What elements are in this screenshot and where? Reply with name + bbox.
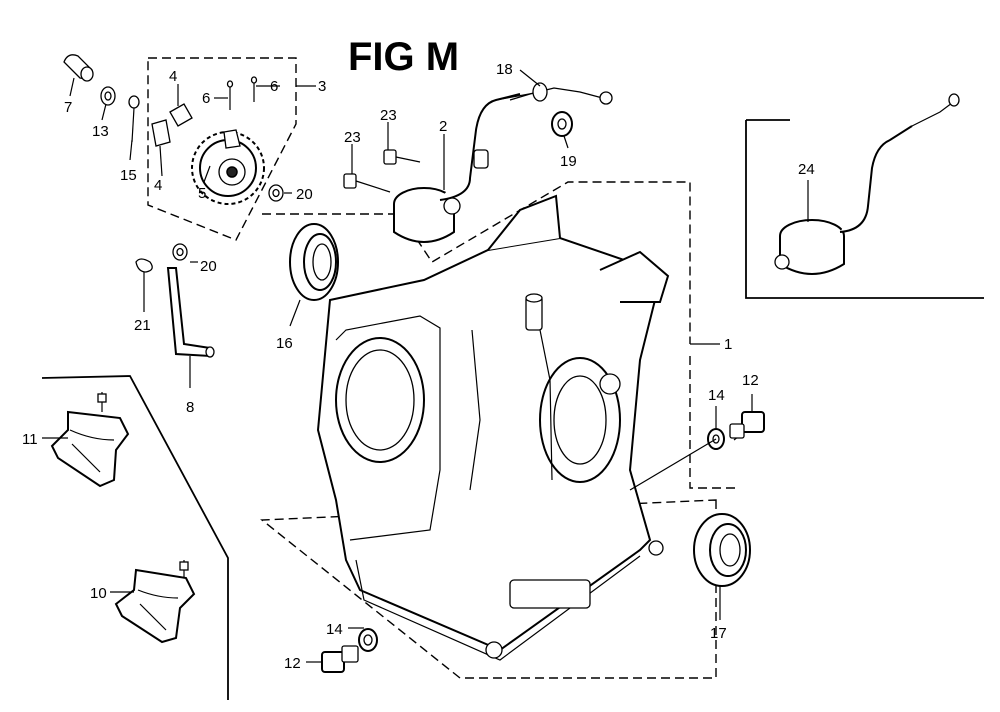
callout-20a: 20 — [296, 186, 313, 203]
callout-numbers: 1 2 3 4 4 5 6 6 7 8 10 11 12 12 13 14 14… — [22, 61, 815, 672]
callout-3: 3 — [318, 78, 326, 95]
callout-24: 24 — [798, 161, 815, 178]
part-12-bolt-bottom[interactable] — [321, 645, 359, 673]
callout-6b: 6 — [270, 78, 278, 95]
part-23-bolt-upper[interactable] — [383, 149, 421, 165]
callout-2: 2 — [439, 118, 447, 135]
part-13-washer[interactable] — [100, 86, 116, 106]
part-1-crankcase[interactable] — [316, 194, 670, 661]
callout-12b: 12 — [284, 655, 301, 672]
part-24-oil-switch[interactable] — [774, 93, 960, 275]
callout-18: 18 — [496, 61, 513, 78]
part-6-pin-right[interactable] — [250, 76, 258, 102]
part-20-washer-upper[interactable] — [268, 184, 284, 202]
part-23-bolt-lower[interactable] — [343, 173, 391, 193]
callout-14a: 14 — [708, 387, 725, 404]
part-11-mount[interactable] — [50, 392, 130, 488]
figure-title: FIG M — [348, 35, 459, 79]
part-20-washer-lower[interactable] — [172, 243, 188, 261]
callout-5: 5 — [198, 185, 206, 202]
callout-13: 13 — [92, 123, 109, 140]
callout-7: 7 — [64, 99, 72, 116]
governor-group-outline — [147, 57, 297, 241]
part-19-grommet[interactable] — [551, 111, 573, 137]
part-21-clip[interactable] — [135, 258, 153, 273]
crankcase-group-outline — [260, 181, 740, 679]
part-10-mount[interactable] — [114, 560, 196, 644]
part-16-bearing[interactable] — [289, 223, 339, 301]
sensor-inset-outline — [745, 119, 984, 299]
callout-14b: 14 — [326, 621, 343, 638]
leader-lines — [42, 69, 809, 663]
part-4-weight-lower[interactable] — [151, 119, 171, 147]
part-18-wire[interactable] — [509, 82, 613, 105]
callout-23b: 23 — [344, 129, 361, 146]
part-14-washer-bottom[interactable] — [358, 628, 378, 652]
callout-4b: 4 — [154, 177, 162, 194]
callout-23a: 23 — [380, 107, 397, 124]
part-8-governor-shaft[interactable] — [166, 267, 215, 358]
part-12-bolt-right[interactable] — [729, 411, 765, 441]
callout-10: 10 — [90, 585, 107, 602]
part-7-plug[interactable] — [63, 54, 94, 82]
callout-21: 21 — [134, 317, 151, 334]
part-6-pin-left[interactable] — [226, 80, 234, 110]
callout-11: 11 — [22, 431, 38, 448]
callout-8: 8 — [186, 399, 194, 416]
part-17-oil-seal[interactable] — [693, 513, 751, 587]
callout-19: 19 — [560, 153, 577, 170]
part-4-weight-upper[interactable] — [169, 103, 193, 127]
mount-group-outline — [41, 375, 229, 700]
callout-20b: 20 — [200, 258, 217, 275]
callout-16: 16 — [276, 335, 293, 352]
part-5-governor-gear[interactable] — [191, 129, 265, 205]
part-15-pin[interactable] — [128, 95, 140, 143]
callout-6a: 6 — [202, 90, 210, 107]
callout-15: 15 — [120, 167, 137, 184]
callout-12a: 12 — [742, 372, 759, 389]
callout-4a: 4 — [169, 68, 177, 85]
callout-17: 17 — [710, 625, 727, 642]
callout-1: 1 — [724, 336, 732, 353]
part-2-oil-switch[interactable] — [393, 91, 541, 243]
